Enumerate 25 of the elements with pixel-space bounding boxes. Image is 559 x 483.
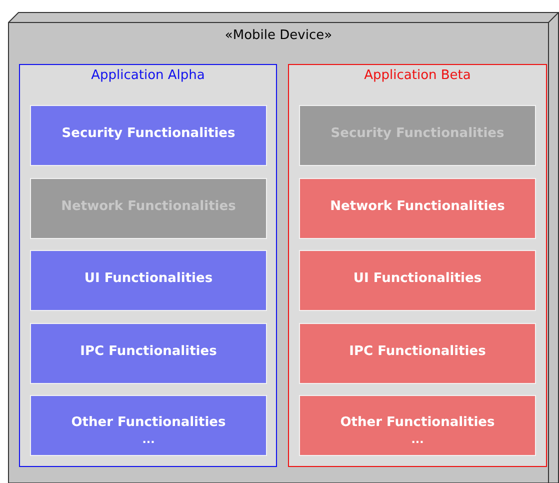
- application-container: [19, 64, 277, 467]
- functionality-label: IPC Functionalities: [348, 344, 487, 358]
- ellipsis-text: ...: [141, 433, 156, 447]
- functionality-box: [30, 105, 267, 166]
- functionality-box: [30, 395, 267, 456]
- functionality-box: [299, 105, 536, 166]
- functionality-box: [30, 250, 267, 311]
- functionality-label: UI Functionalities: [83, 272, 214, 286]
- container-title: Application Beta: [363, 68, 472, 83]
- functionality-label: UI Functionalities: [352, 272, 483, 286]
- functionality-label: Other Functionalities: [70, 416, 227, 430]
- functionality-box: [299, 322, 536, 384]
- functionality-box: [30, 322, 267, 384]
- functionality-label: Other Functionalities: [339, 416, 496, 430]
- functionality-label: Security Functionalities: [60, 127, 236, 141]
- ellipsis-text: ...: [410, 433, 425, 447]
- functionality-box: [299, 250, 536, 311]
- container-title: Application Alpha: [90, 68, 206, 83]
- functionality-label: IPC Functionalities: [79, 344, 218, 358]
- functionality-box: [299, 395, 536, 456]
- application-container: [288, 64, 547, 467]
- node-title: «Mobile Device»: [224, 28, 334, 43]
- functionality-label: Network Functionalities: [329, 200, 506, 214]
- functionality-box: [299, 178, 536, 238]
- functionality-box: [30, 178, 267, 238]
